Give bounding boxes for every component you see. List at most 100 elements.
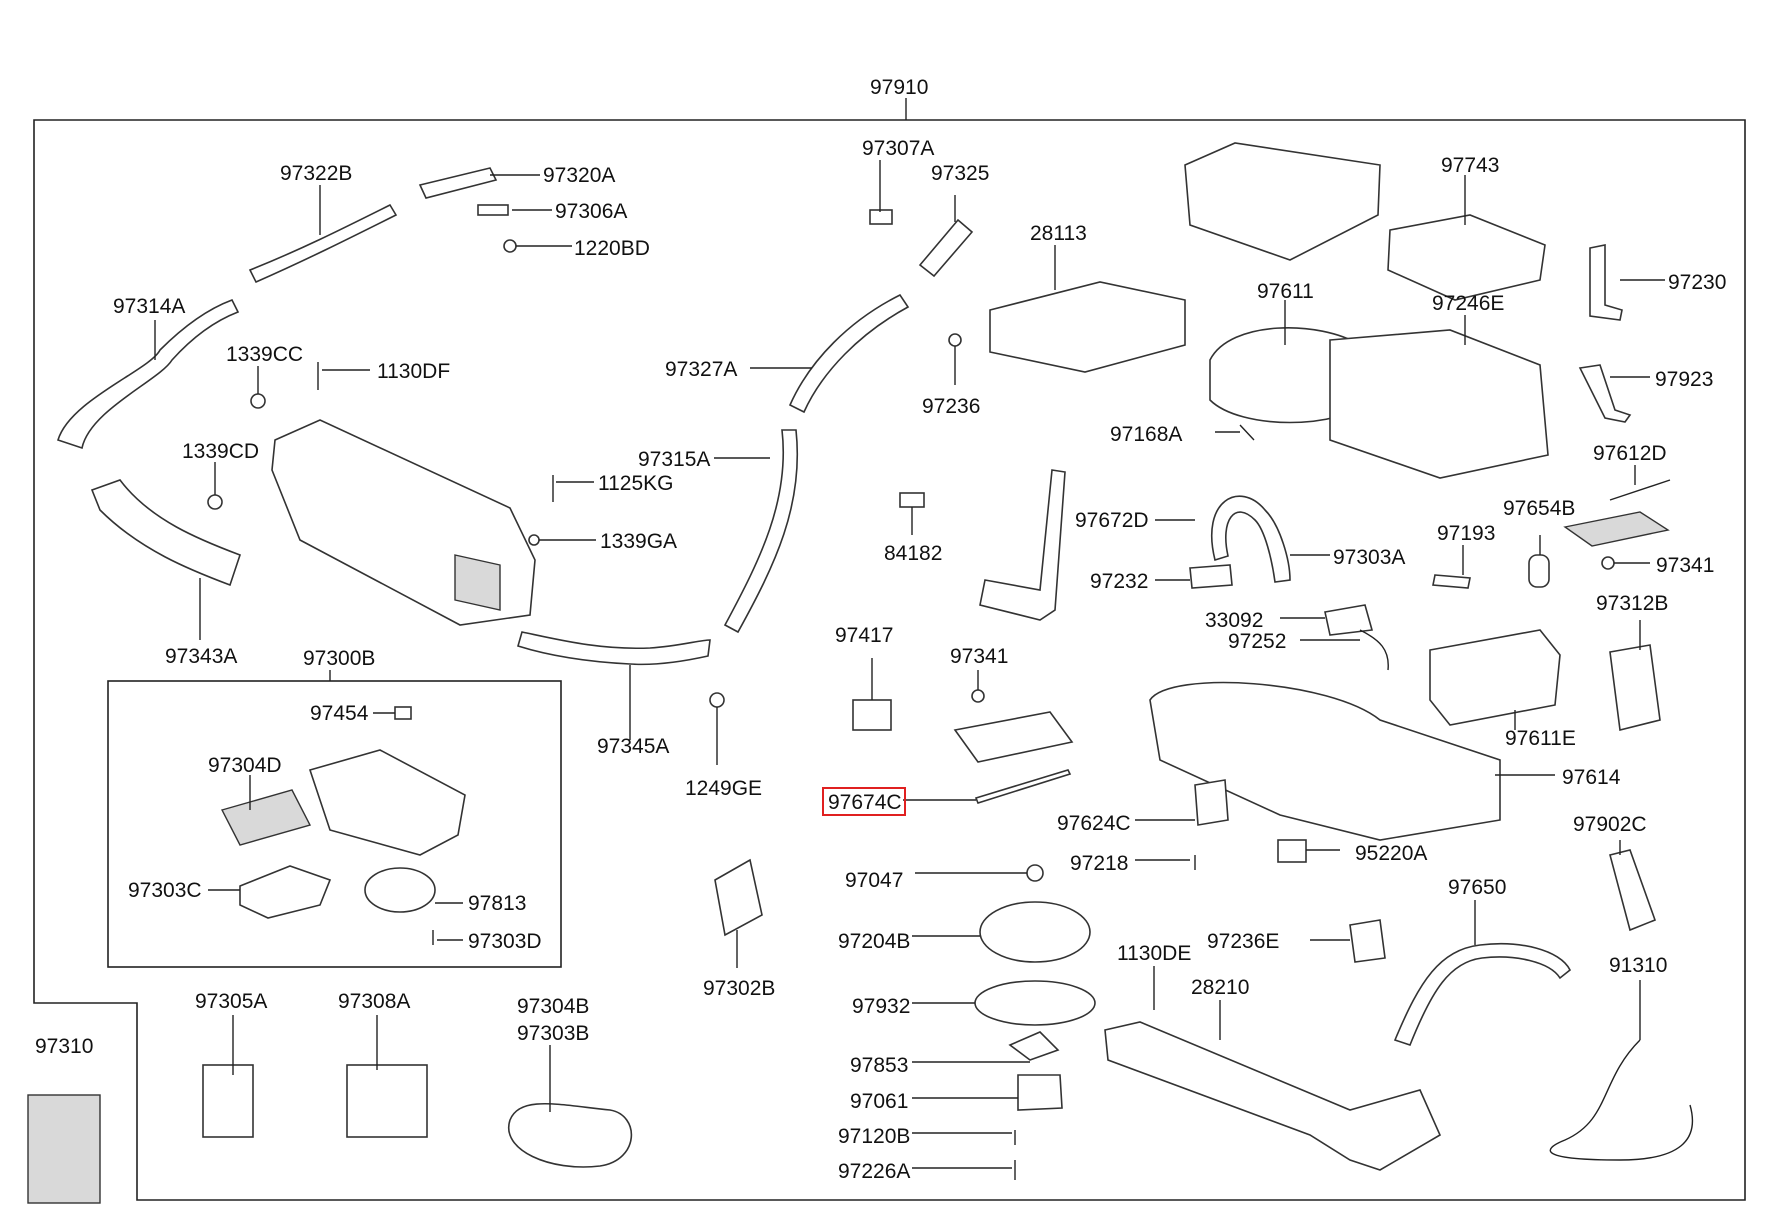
clip-1249ge <box>709 692 725 708</box>
blower-subassembly-frame <box>107 680 562 968</box>
blower-case-97300b <box>308 749 466 856</box>
label-1125kg: 1125KG <box>598 472 674 495</box>
label-97236: 97236 <box>922 395 980 418</box>
sensor-wire-97674c <box>974 769 1072 804</box>
label-97193: 97193 <box>1437 522 1495 545</box>
label-97306a: 97306A <box>555 200 627 223</box>
clip-97193 <box>1432 574 1471 589</box>
case-97246e <box>1329 329 1549 479</box>
screw-97341 <box>971 689 985 703</box>
label-97624c: 97624C <box>1057 812 1131 835</box>
label-97304d: 97304D <box>208 754 282 777</box>
label-97320a: 97320A <box>543 164 615 187</box>
sensor-97236e <box>1349 919 1386 963</box>
hose-97650 <box>1393 942 1572 1046</box>
label-97813: 97813 <box>468 892 526 915</box>
clip-97307a <box>869 209 893 225</box>
label-95220a: 95220A <box>1355 842 1427 865</box>
label-97305a: 97305A <box>195 990 267 1013</box>
nut-1339cc <box>250 393 266 409</box>
label-97923: 97923 <box>1655 368 1713 391</box>
bracket-97312b <box>1609 644 1661 731</box>
outer-frame <box>33 119 1746 1201</box>
actuator-33092 <box>1324 604 1374 636</box>
fan-97204b <box>979 901 1091 963</box>
module-97743 <box>1387 214 1546 301</box>
bracket-97923 <box>1578 364 1632 423</box>
gasket-97853 <box>1008 1031 1060 1061</box>
bracket-97672d-frame <box>979 469 1066 621</box>
screw-1220bd <box>503 239 517 253</box>
bracket-97902c <box>1609 849 1657 932</box>
label-97061: 97061 <box>850 1090 908 1113</box>
pad-97302b <box>714 858 763 937</box>
hose-97325 <box>918 218 974 278</box>
label-97047: 97047 <box>845 869 903 892</box>
label-97345a: 97345A <box>597 735 669 758</box>
label-1220bd: 1220BD <box>574 237 650 260</box>
label-33092: 33092 <box>1205 609 1263 632</box>
label-97204b: 97204B <box>838 930 910 953</box>
label-97303a: 97303A <box>1333 546 1405 569</box>
label-97341-right: 97341 <box>1656 554 1714 577</box>
label-97612d: 97612D <box>1593 442 1667 465</box>
duct-hose-97345a <box>517 631 711 666</box>
heater-unit-fin-block <box>454 554 501 611</box>
cap-97454 <box>394 706 412 720</box>
grommet-97654b <box>1528 554 1550 588</box>
duct-hose-97327a <box>788 293 910 414</box>
rod-97612d <box>1609 479 1671 501</box>
label-97650: 97650 <box>1448 876 1506 899</box>
control-panel-97310 <box>27 1094 101 1204</box>
filter-97304d <box>220 789 312 846</box>
label-84182: 84182 <box>884 542 942 565</box>
label-97654b: 97654B <box>1503 497 1575 520</box>
plate-97932 <box>974 980 1096 1026</box>
label-97314a: 97314A <box>113 295 185 318</box>
label-97611e: 97611E <box>1505 727 1576 750</box>
label-97454: 97454 <box>310 702 369 725</box>
fan-97813 <box>364 867 436 913</box>
label-97303c: 97303C <box>128 879 202 902</box>
cover-97303c <box>239 865 332 919</box>
duct-hose-97315a <box>723 429 799 634</box>
label-97932: 97932 <box>852 995 910 1018</box>
label-97304b: 97304B <box>517 995 589 1018</box>
pad-97341 <box>953 711 1074 763</box>
label-97226a: 97226A <box>838 1160 910 1183</box>
label-97743: 97743 <box>1441 154 1499 177</box>
label-1339cc: 1339CC <box>226 343 303 366</box>
label-1130df: 1130DF <box>377 360 450 383</box>
case-97743-top <box>1184 142 1381 261</box>
label-97168a: 97168A <box>1110 423 1182 446</box>
label-97312b: 97312B <box>1596 592 1668 615</box>
harness-97252 <box>1359 629 1389 671</box>
label-97303b: 97303B <box>517 1022 589 1045</box>
label-97236e: 97236E <box>1207 930 1279 953</box>
label-97300b: 97300B <box>303 647 375 670</box>
duct-hose-97314a <box>57 299 240 450</box>
harness-91310 <box>1549 1039 1694 1161</box>
pad-97308a <box>346 1064 428 1138</box>
label-97674c: 97674C <box>828 791 902 814</box>
label-97315a: 97315A <box>638 448 710 471</box>
label-97302b: 97302B <box>703 977 775 1000</box>
label-97246e: 97246E <box>1432 292 1504 315</box>
label-97341-center: 97341 <box>950 645 1008 668</box>
label-97310: 97310 <box>35 1035 93 1058</box>
clip-97236 <box>948 333 962 347</box>
lower-case-97614 <box>1149 681 1501 841</box>
connector-95220a <box>1277 839 1307 863</box>
pipe-97303a <box>1210 495 1291 583</box>
screw-97341-right <box>1601 556 1615 570</box>
label-91310: 91310 <box>1609 954 1667 977</box>
label-1339ga: 1339GA <box>600 530 677 553</box>
resistor-97624c <box>1194 779 1229 826</box>
label-97910: 97910 <box>870 76 928 99</box>
duct-hose-97343a <box>90 479 242 587</box>
label-97611: 97611 <box>1257 280 1314 303</box>
label-97120b: 97120B <box>838 1125 910 1148</box>
pad-97612d <box>1563 511 1670 547</box>
clip-97168a <box>1239 424 1255 441</box>
label-28210: 28210 <box>1191 976 1249 999</box>
